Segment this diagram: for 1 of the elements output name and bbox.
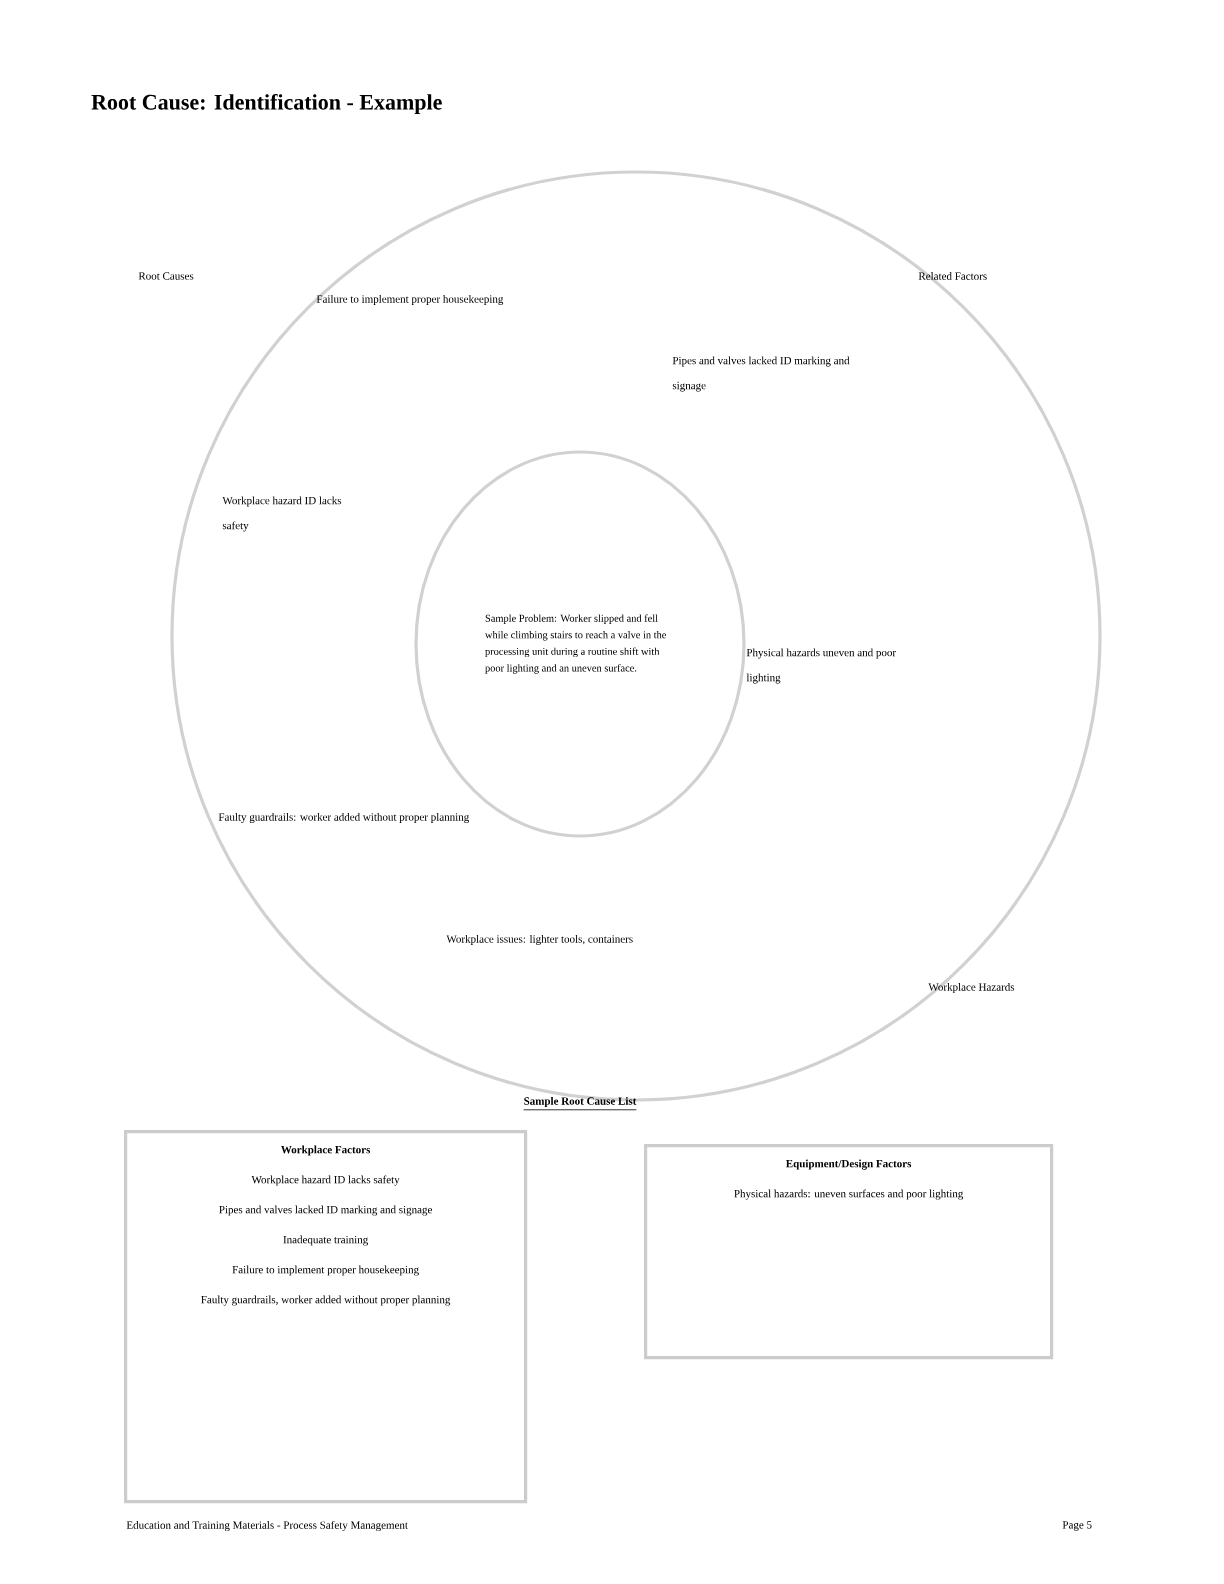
title: Root Cause: Identification - Example — [91, 93, 442, 115]
